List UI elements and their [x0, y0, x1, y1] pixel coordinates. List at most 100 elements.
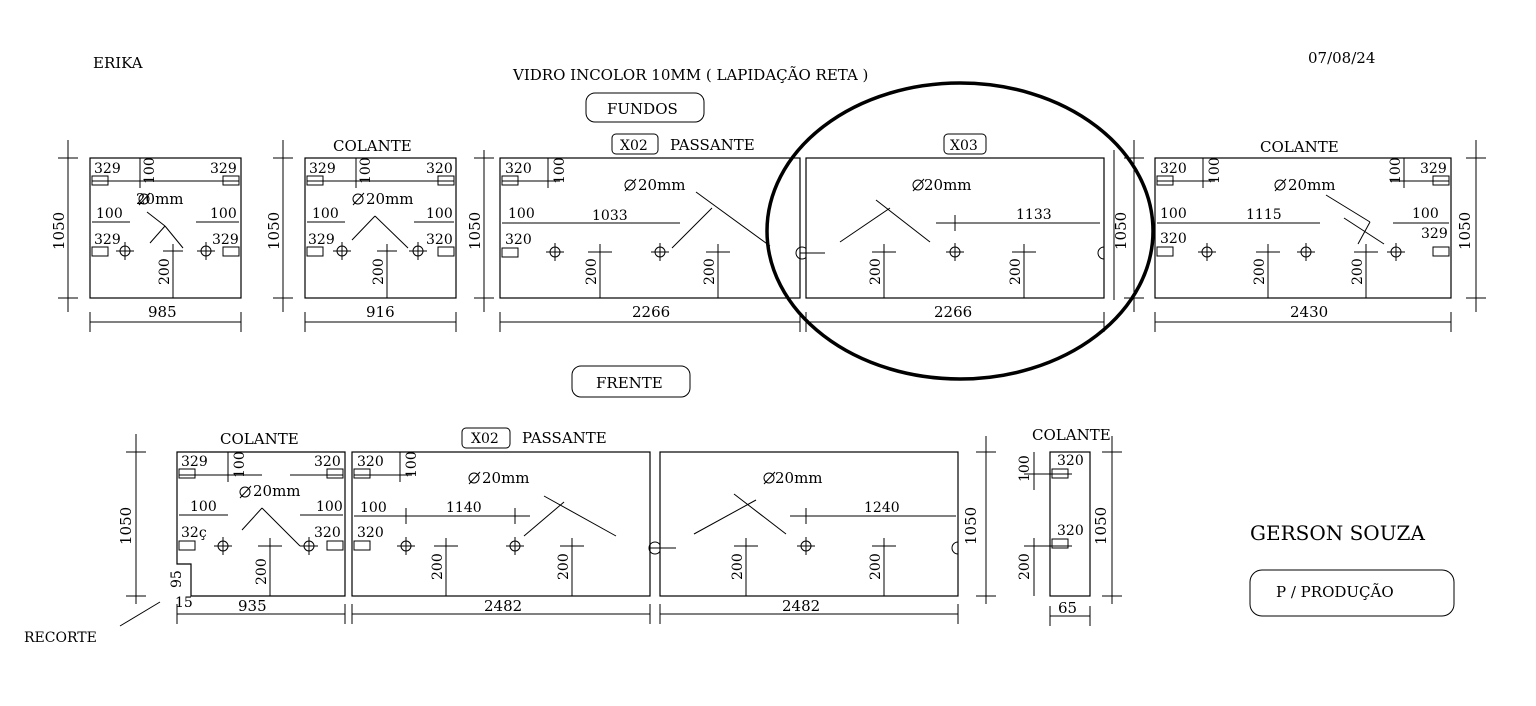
svg-text:1033: 1033: [592, 208, 628, 224]
drawing-date: 07/08/24: [1308, 49, 1375, 67]
svg-text:1050: 1050: [1092, 507, 1110, 545]
svg-text:100: 100: [426, 206, 453, 222]
svg-text:100: 100: [1017, 455, 1033, 482]
svg-text:100: 100: [190, 499, 217, 515]
svg-text:320: 320: [1160, 161, 1187, 177]
svg-text:100: 100: [404, 451, 420, 478]
svg-text:X02: X02: [471, 431, 499, 447]
dim-height: 1050: [50, 212, 68, 250]
svg-text:100: 100: [508, 206, 535, 222]
svg-text:200: 200: [584, 258, 600, 285]
svg-text:329: 329: [181, 454, 208, 470]
svg-text:100: 100: [232, 451, 248, 478]
client-name: ERIKA: [93, 54, 143, 72]
qty-badge-x02: X02: [611, 133, 659, 155]
panel-2266-x03: X03 2266 20mm 1133 200 200 1050: [800, 133, 1130, 332]
hole-icon: [946, 243, 964, 261]
svg-text:20mm: 20mm: [253, 482, 301, 500]
diameter-icon: [763, 471, 776, 485]
svg-text:320: 320: [357, 454, 384, 470]
svg-text:329: 329: [308, 232, 335, 248]
hole-icon: [1198, 243, 1216, 261]
panel-985: 1050 985 329 329 100 20mm 100 100 329 32…: [50, 140, 242, 332]
svg-text:320: 320: [1057, 523, 1084, 539]
hole-label: 20mm: [136, 190, 184, 208]
svg-text:329: 329: [309, 161, 336, 177]
diameter-icon: [468, 471, 481, 485]
svg-text:200: 200: [868, 553, 884, 580]
svg-text:320: 320: [426, 161, 453, 177]
svg-text:200: 200: [1350, 258, 1366, 285]
svg-text:COLANTE: COLANTE: [220, 430, 299, 448]
svg-text:320: 320: [1057, 453, 1084, 469]
panel-2482: 2482 20mm 1240 200 200 1050: [650, 436, 996, 624]
dim-width: 985: [148, 303, 177, 321]
svg-text:20mm: 20mm: [924, 176, 972, 194]
svg-text:20mm: 20mm: [638, 176, 686, 194]
svg-text:20mm: 20mm: [482, 469, 530, 487]
drawing-title: VIDRO INCOLOR 10MM ( LAPIDAÇÃO RETA ): [512, 66, 868, 84]
svg-text:100: 100: [316, 499, 343, 515]
svg-text:2266: 2266: [934, 303, 972, 321]
svg-text:200: 200: [371, 258, 387, 285]
svg-text:FUNDOS: FUNDOS: [607, 100, 678, 118]
diameter-icon: [624, 178, 637, 192]
svg-text:2482: 2482: [782, 597, 820, 615]
hole-icon: [333, 242, 351, 260]
svg-text:100: 100: [1207, 157, 1223, 184]
hole-icon: [116, 242, 134, 260]
section-fundos: FUNDOS: [585, 92, 705, 123]
svg-text:65: 65: [1058, 599, 1077, 617]
svg-text:200: 200: [254, 558, 270, 585]
svg-text:200: 200: [868, 258, 884, 285]
svg-text:1050: 1050: [117, 507, 135, 545]
diameter-icon: [912, 178, 925, 192]
hole-icon: [300, 537, 318, 555]
svg-text:200: 200: [702, 258, 718, 285]
svg-text:320: 320: [314, 525, 341, 541]
svg-text:2430: 2430: [1290, 303, 1328, 321]
panel-65-colante: COLANTE 1050 65 320 320 100 200: [1017, 426, 1122, 626]
svg-text:200: 200: [1252, 258, 1268, 285]
svg-text:20mm: 20mm: [366, 190, 414, 208]
hole-icon: [797, 537, 815, 555]
hole-icon: [546, 243, 564, 261]
svg-text:1115: 1115: [1246, 207, 1282, 223]
svg-text:100: 100: [552, 157, 568, 184]
svg-text:2266: 2266: [632, 303, 670, 321]
svg-text:200: 200: [157, 258, 173, 285]
recorte-width: 15: [175, 595, 193, 611]
label-colante: COLANTE: [333, 137, 412, 155]
svg-text:329: 329: [1420, 161, 1447, 177]
svg-text:1050: 1050: [466, 212, 484, 250]
svg-text:935: 935: [238, 597, 267, 615]
svg-text:329: 329: [212, 232, 239, 248]
diameter-icon: [138, 192, 151, 206]
panel-2430-colante: COLANTE 1050 2430 320 329 100 100 20mm 1…: [1124, 138, 1486, 332]
svg-text:100: 100: [210, 206, 237, 222]
svg-text:X03: X03: [950, 138, 978, 154]
diameter-icon: [1274, 178, 1287, 192]
hole-icon: [197, 242, 215, 260]
svg-text:320: 320: [314, 454, 341, 470]
svg-text:32ç: 32ç: [181, 525, 207, 541]
recorte-height: 95: [169, 570, 185, 588]
stamp-producao: P / PRODUÇÃO: [1249, 569, 1455, 617]
hole-icon: [651, 243, 669, 261]
hole-icon: [214, 537, 232, 555]
svg-text:PASSANTE: PASSANTE: [522, 429, 607, 447]
svg-text:320: 320: [505, 232, 532, 248]
svg-text:1133: 1133: [1016, 207, 1052, 223]
hole-icon: [397, 537, 415, 555]
svg-text:2482: 2482: [484, 597, 522, 615]
svg-text:329: 329: [94, 232, 121, 248]
dim-329-tl: 329: [94, 161, 121, 177]
panel-2482-passante: X02 PASSANTE 2482 320 100 20mm 100 1140 …: [351, 427, 662, 624]
dim-329-tr: 329: [210, 161, 237, 177]
diameter-icon: [352, 192, 365, 206]
hole-icon: [506, 537, 524, 555]
svg-text:COLANTE: COLANTE: [1032, 426, 1111, 444]
svg-text:1050: 1050: [962, 507, 980, 545]
panel-916-colante: COLANTE 1050 916 329 320 100 20mm 100 10…: [265, 137, 457, 332]
